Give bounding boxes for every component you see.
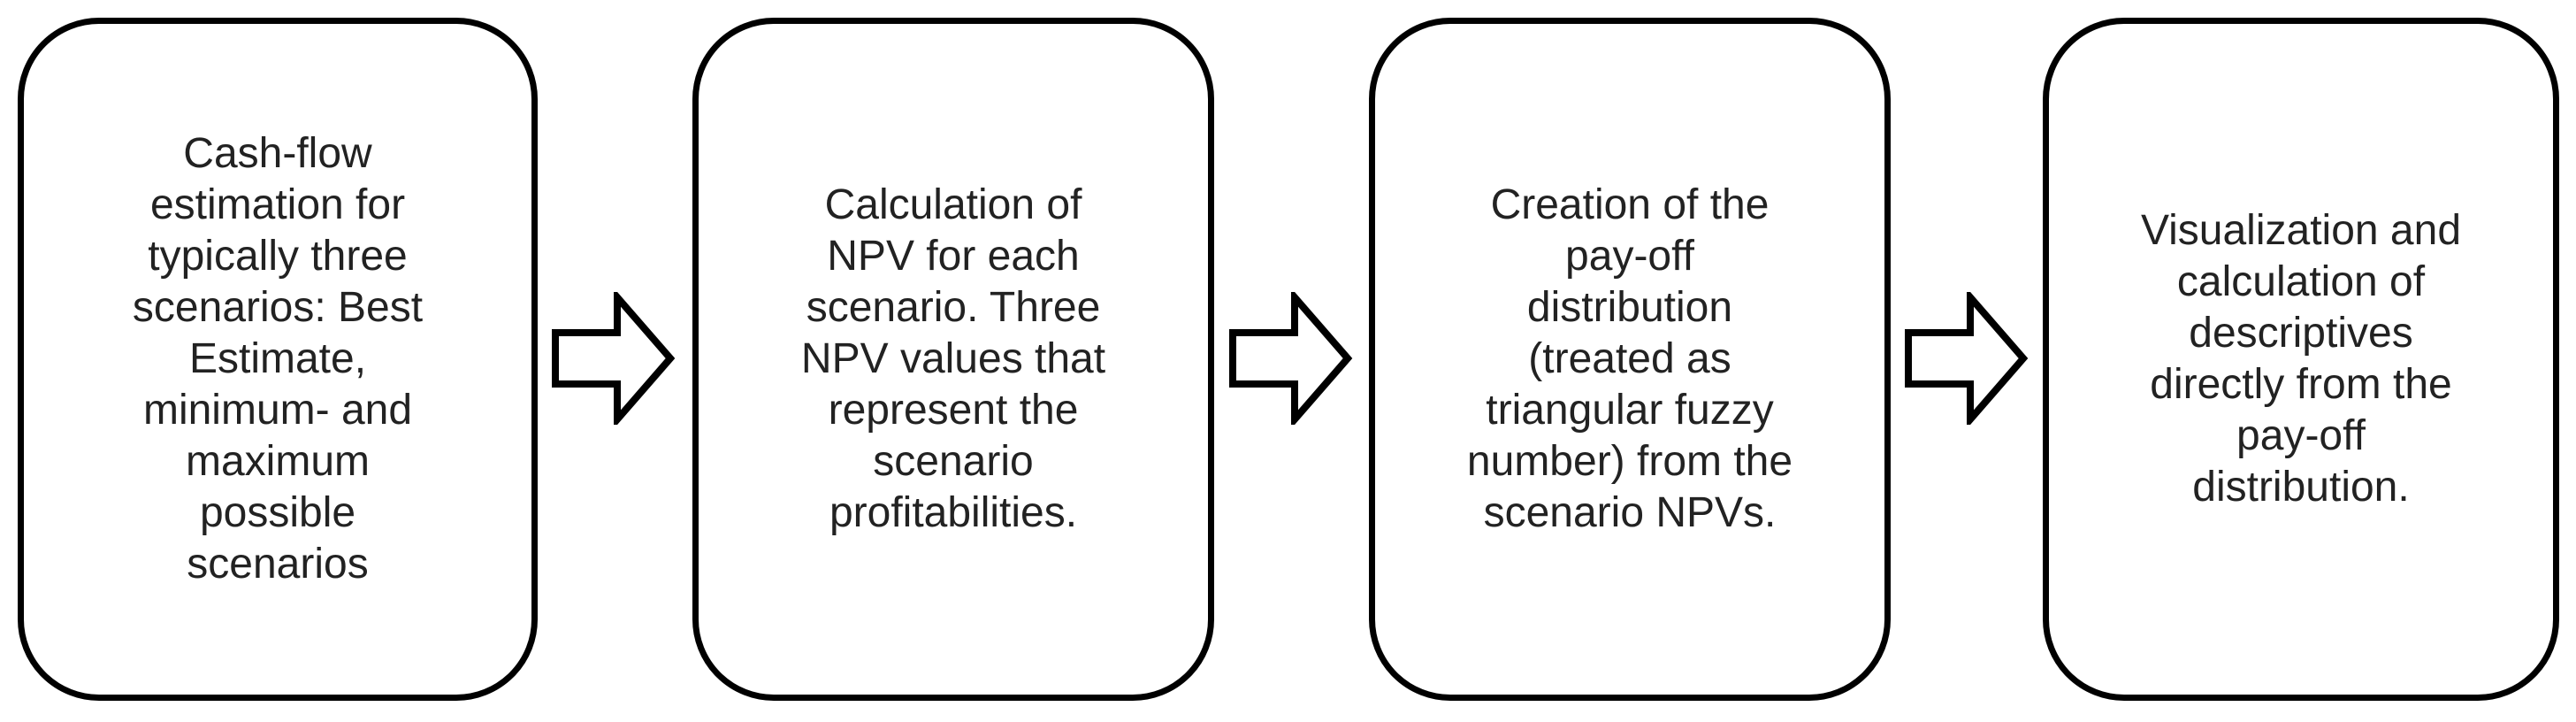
step-text: Cash-flow estimation for typically three… [132, 130, 424, 588]
right-arrow-icon [552, 292, 676, 425]
step-text: Visualization and calculation of descrip… [2140, 207, 2462, 511]
step-box-payoff-distribution: Creation of the pay-off distribution (tr… [1369, 18, 1891, 701]
step-box-visualization: Visualization and calculation of descrip… [2043, 18, 2559, 701]
right-arrow-icon [1229, 292, 1353, 425]
step-box-npv-calculation: Calculation of NPV for each scenario. Th… [692, 18, 1214, 701]
right-arrow-icon [1905, 292, 2029, 425]
step-text: Creation of the pay-off distribution (tr… [1466, 181, 1793, 536]
step-box-cash-flow-estimation: Cash-flow estimation for typically three… [18, 18, 538, 701]
step-text: Calculation of NPV for each scenario. Th… [800, 181, 1106, 536]
